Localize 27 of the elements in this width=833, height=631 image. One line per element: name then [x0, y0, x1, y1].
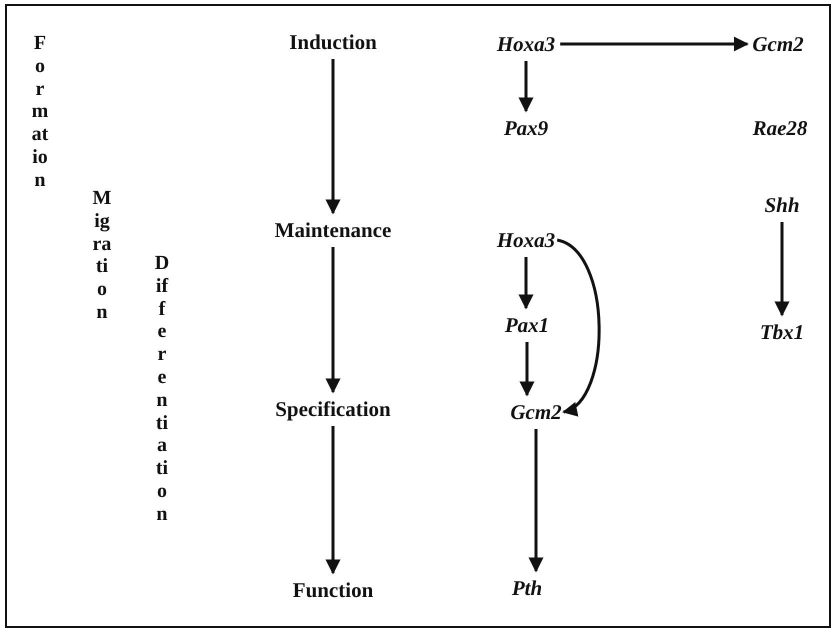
gene-label: Tbx1 [760, 320, 804, 344]
gene-label: Gcm2 [510, 400, 562, 424]
arrow [326, 426, 340, 574]
arrow [528, 429, 544, 572]
gene-label: Gcm2 [752, 32, 804, 56]
vertical-phase-label: Differentiation [154, 252, 170, 526]
arrow [518, 257, 534, 310]
curved-arrow [556, 238, 601, 414]
gene-label: Hoxa3 [496, 32, 556, 56]
arrow [326, 59, 340, 214]
arrow [326, 247, 340, 394]
vertical-phase-label: Formation [32, 32, 48, 192]
stage-label: Function [292, 578, 374, 602]
arrow [774, 222, 790, 316]
stage-label: Specification [275, 397, 391, 421]
gene-label: Rae28 [752, 116, 808, 140]
gene-label: Pax1 [504, 313, 550, 337]
arrow [518, 61, 534, 112]
stage-label: Induction [289, 30, 377, 54]
stage-label: Maintenance [274, 218, 392, 242]
gene-label: Pax9 [504, 116, 548, 140]
gene-label: Hoxa3 [496, 228, 556, 252]
vertical-phase-label: Migration [92, 187, 112, 324]
gene-label: Pth [512, 576, 542, 600]
gene-label: Shh [764, 193, 800, 217]
arrow [520, 342, 534, 396]
arrow [560, 36, 749, 52]
